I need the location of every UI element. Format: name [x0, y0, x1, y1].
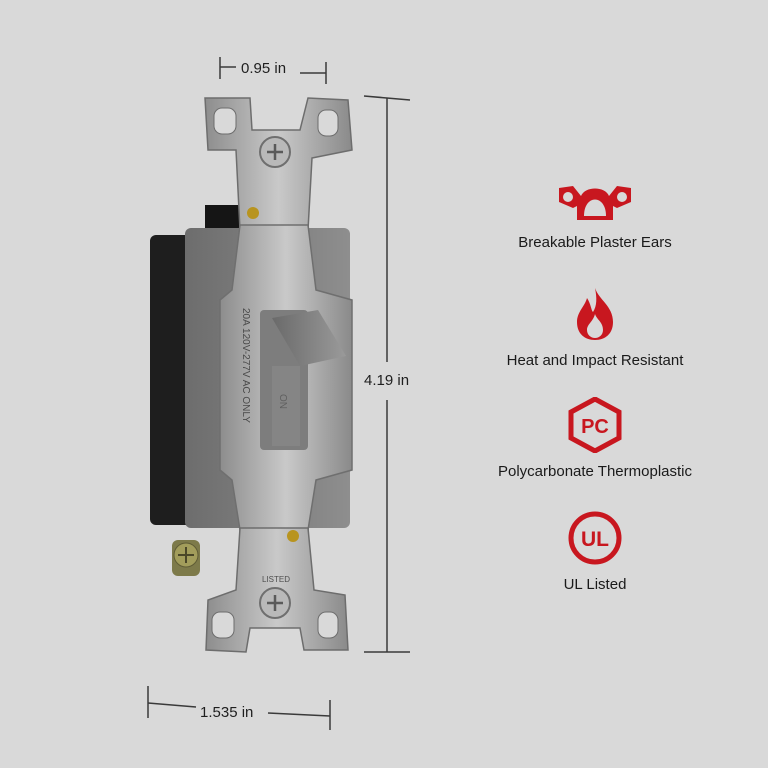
pc-hexagon-icon: PC	[568, 397, 622, 453]
rating-text: 20A 120V-277V AC ONLY	[240, 308, 251, 423]
ground-screw	[172, 540, 200, 576]
feature-label: Heat and Impact Resistant	[506, 352, 684, 369]
feature-polycarbonate: PC Polycarbonate Thermoplastic	[480, 397, 710, 480]
dimension-lines	[147, 57, 411, 730]
plaster-ears-icon	[559, 186, 631, 220]
toggle-lever: ON	[260, 310, 346, 450]
feature-plaster-ears: Breakable Plaster Ears	[480, 180, 710, 251]
feature-label: Breakable Plaster Ears	[518, 234, 672, 251]
bottom-strap: LISTED	[205, 527, 349, 653]
height-label: 4.19 in	[364, 372, 410, 389]
ul-circle-icon: UL	[568, 511, 622, 565]
toggle-on-text: ON	[277, 394, 288, 409]
feature-ul-listed: UL UL Listed	[480, 510, 710, 593]
bottom-width-label: 1.535 in	[200, 704, 254, 721]
feature-label: UL Listed	[563, 576, 627, 593]
top-width-label: 0.95 in	[241, 60, 287, 77]
listed-text: LISTED	[262, 575, 290, 584]
feature-label: Polycarbonate Thermoplastic	[498, 463, 692, 480]
flame-icon	[577, 288, 613, 340]
ul-icon-text: UL	[581, 528, 609, 551]
pc-icon-text: PC	[581, 416, 609, 438]
top-strap	[204, 97, 353, 231]
feature-heat-resistant: Heat and Impact Resistant	[480, 286, 710, 369]
